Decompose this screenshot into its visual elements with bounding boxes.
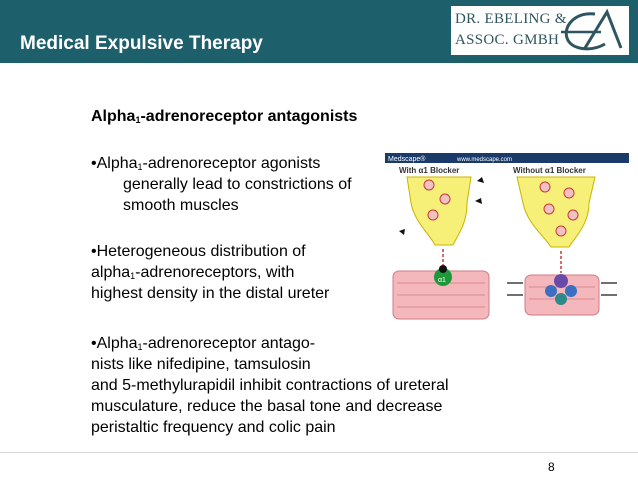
page-number: 8 bbox=[548, 460, 555, 474]
figure-source-left: Medscape® bbox=[388, 155, 426, 163]
logo-line-1: DR. EBELING & bbox=[455, 11, 567, 27]
figure-source-right: www.medscape.com bbox=[456, 157, 512, 163]
receptor-label-left: α1 bbox=[438, 277, 446, 284]
bullet-agonists: •Alpha1-adrenoreceptor agonists generall… bbox=[91, 155, 352, 214]
section-heading: Alpha1-adrenoreceptor antagonists bbox=[91, 108, 358, 125]
header-bar: Medical Expulsive Therapy DR. EBELING & … bbox=[0, 0, 638, 63]
nerve-terminal-left bbox=[406, 176, 472, 246]
logo-line-2: ASSOC. GMBH bbox=[455, 32, 560, 48]
receptor-diagram: Medscape® www.medscape.com With α1 Block… bbox=[385, 153, 629, 323]
slide-title: Medical Expulsive Therapy bbox=[20, 33, 263, 54]
label-without-blocker: Without α1 Blocker bbox=[513, 166, 586, 175]
bullet-antagonists: •Alpha1-adrenoreceptor antago- nists lik… bbox=[91, 335, 449, 436]
company-logo: DR. EBELING & ASSOC. GMBH bbox=[451, 6, 629, 55]
footer-divider bbox=[0, 452, 638, 453]
logo-mark-icon bbox=[561, 8, 623, 51]
bullet-distribution: •Heterogeneous distribution of alpha1-ad… bbox=[91, 243, 330, 302]
label-with-blocker: With α1 Blocker bbox=[399, 166, 459, 175]
nerve-terminal-right bbox=[516, 176, 596, 248]
